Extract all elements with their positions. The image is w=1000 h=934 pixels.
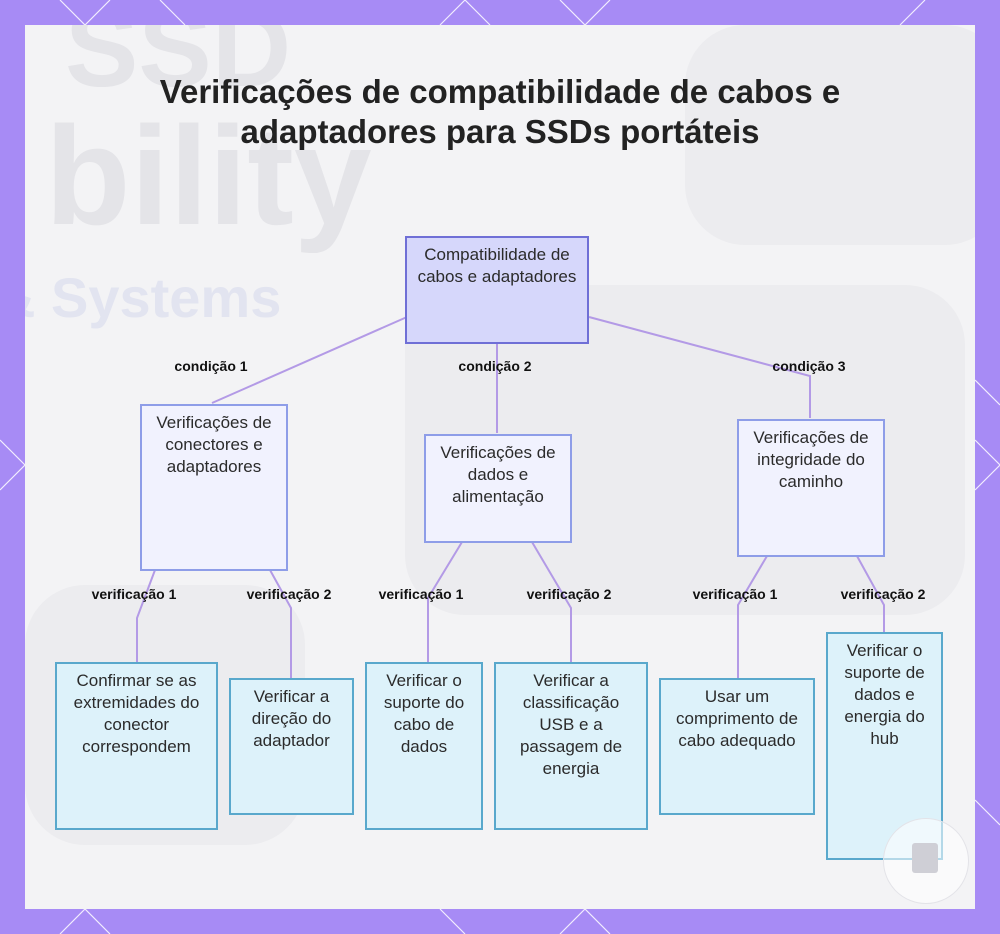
edge-label-check-1-2: verificação 2 xyxy=(246,586,332,602)
diagram-title: Verificações de compatibilidade de cabos… xyxy=(159,73,841,150)
branch-node-3: Verificações de integridade do caminho xyxy=(737,419,885,557)
edge-branch-1-check-2 xyxy=(269,569,292,678)
check-node-2-1: Verificar o suporte do cabo de dados xyxy=(365,662,483,830)
root-node: Compatibilidade de cabos e adaptadores xyxy=(405,236,589,344)
watermark-text-2: bility xyxy=(45,97,372,254)
check-node-3-1: Usar um comprimento de cabo adequado xyxy=(659,678,815,815)
edge-label-branch-1: condição 1 xyxy=(174,358,248,374)
watermark-text-1: SSD xyxy=(65,25,292,110)
branch-node-2: Verificações de dados e alimentação xyxy=(424,434,572,543)
watermark-badge xyxy=(883,818,969,904)
edge-branch-3-check-2 xyxy=(856,555,885,632)
check-node-2-2: Verificar a classificação USB e a passag… xyxy=(494,662,648,830)
watermark-shape-1 xyxy=(685,25,975,245)
check-node-1-2: Verificar a direção do adaptador xyxy=(229,678,354,815)
edge-branch-3-check-1 xyxy=(737,555,768,678)
edge-branch-2-check-1 xyxy=(427,541,463,662)
document-icon xyxy=(912,843,938,873)
edge-label-check-2-1: verificação 1 xyxy=(378,586,464,602)
edge-root-to-branch-1 xyxy=(211,316,408,404)
edge-label-branch-2: condição 2 xyxy=(458,358,532,374)
edge-label-check-3-1: verificação 1 xyxy=(692,586,778,602)
edge-root-to-branch-3 xyxy=(588,316,811,418)
watermark-text-3: & Systems xyxy=(25,266,282,329)
branch-node-1: Verificações de conectores e adaptadores xyxy=(140,404,288,571)
edge-branch-2-check-2 xyxy=(531,541,572,662)
edge-label-check-1-1: verificação 1 xyxy=(91,586,177,602)
edge-label-check-2-2: verificação 2 xyxy=(526,586,612,602)
edge-label-check-3-2: verificação 2 xyxy=(840,586,926,602)
edge-label-branch-3: condição 3 xyxy=(772,358,846,374)
check-node-1-1: Confirmar se as extremidades do conector… xyxy=(55,662,218,830)
edge-branch-1-check-1 xyxy=(136,569,156,662)
